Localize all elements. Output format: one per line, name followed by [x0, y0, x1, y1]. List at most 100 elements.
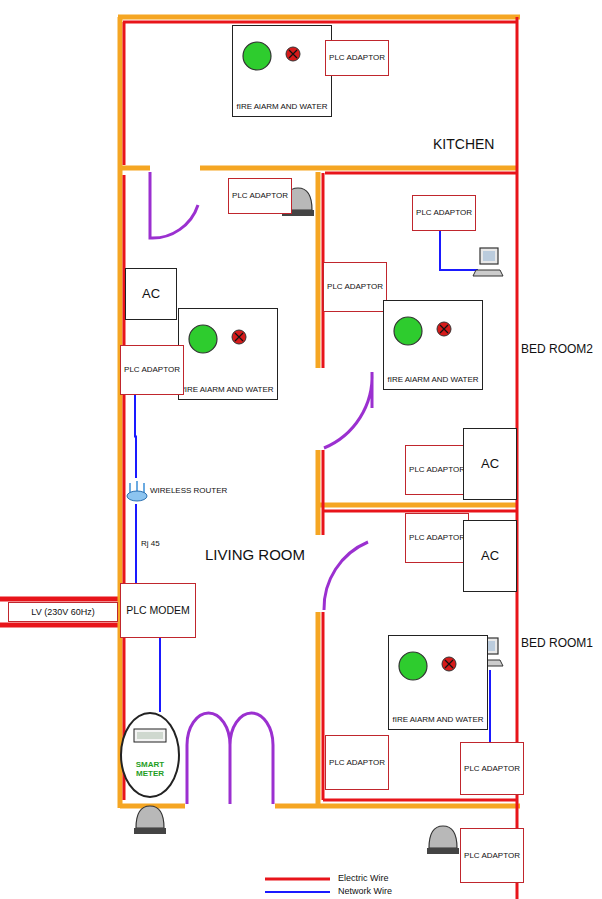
display-screen — [137, 732, 163, 739]
fire-sensor — [286, 47, 300, 61]
electric-wire — [325, 172, 517, 175]
plc-adaptor-box: PLC ADAPTOR — [325, 40, 389, 76]
sensor-cross — [289, 50, 297, 58]
ac-box: AC — [463, 428, 517, 500]
ac-box: AC — [463, 520, 517, 592]
alarm-icons — [239, 32, 319, 82]
wall — [320, 503, 517, 508]
node-text: fIRE AlARM AND WATER — [392, 715, 483, 724]
node-text: PLC ADAPTOR — [409, 465, 465, 474]
node-text: PLC ADAPTOR — [416, 208, 472, 217]
meter-display — [133, 728, 167, 744]
wall — [118, 17, 123, 808]
alarm-icons — [395, 642, 475, 692]
wall — [120, 166, 518, 171]
network-wire — [440, 231, 478, 270]
node-text: fIRE AlARM AND WATER — [182, 385, 273, 394]
plc-adaptor-box: PLC ADAPTOR — [460, 742, 524, 795]
alarm-box: fIRE AlARM AND WATER — [388, 635, 488, 730]
alarm-box: fIRE AlARM AND WATER — [383, 300, 483, 390]
meter-circle: SMART METER — [120, 712, 180, 798]
water-sensor — [399, 652, 427, 680]
network-wire — [489, 670, 491, 742]
electric-wire — [323, 799, 517, 802]
electric-wire — [123, 22, 126, 800]
edge-label: Rj 45 — [141, 539, 160, 548]
water-sensor — [189, 325, 217, 353]
node-text: fIRE AlARM AND WATER — [387, 375, 478, 384]
node-text: PLC ADAPTOR — [409, 533, 465, 542]
monitor — [480, 248, 498, 264]
room-label: BED ROOM2 — [521, 342, 593, 356]
node-text: WIRELESS ROUTER — [150, 486, 227, 495]
router-icon — [125, 479, 149, 503]
alarm-icons — [390, 307, 470, 357]
plc-adaptor-box: PLC ADAPTOR — [120, 345, 184, 395]
door — [324, 542, 368, 610]
supply-box: LV (230V 60Hz) — [8, 602, 118, 622]
plc-adaptor-box: PLC ADAPTOR — [405, 513, 469, 563]
electric-wire — [123, 21, 517, 24]
electric-wires — [123, 17, 517, 899]
node-text: PLC ADAPTOR — [329, 53, 385, 62]
door — [324, 372, 372, 448]
room-label: BED ROOM1 — [521, 636, 593, 650]
alarm-box: fIRE AlARM AND WATER — [178, 308, 278, 400]
water-sensor — [243, 42, 271, 70]
node-text: AC — [481, 549, 499, 564]
door — [150, 172, 198, 238]
screen — [483, 251, 495, 261]
display-frame — [134, 729, 166, 742]
node-text: PLC ADAPTOR — [232, 191, 288, 200]
fire-sensor — [437, 322, 451, 336]
node-text: AC — [142, 287, 160, 302]
plc-adaptor-box: PLC ADAPTOR — [460, 828, 524, 883]
fire-sensor — [442, 657, 456, 671]
node-text: PLC ADAPTOR — [327, 282, 383, 291]
plc-adaptor-box: PLC ADAPTOR — [405, 445, 469, 495]
legend-text: Network Wire — [338, 886, 392, 896]
node-text: PLC ADAPTOR — [464, 764, 520, 773]
router-node: WIRELESS ROUTER — [124, 478, 236, 504]
node-text: fIRE AlARM AND WATER — [236, 102, 327, 111]
lamp — [134, 806, 166, 834]
node-text: PLC ADAPTOR — [124, 365, 180, 374]
node-text: LV (230V 60Hz) — [31, 607, 94, 617]
network-wire — [135, 395, 136, 478]
door — [187, 713, 273, 804]
wall — [316, 172, 321, 806]
walls — [118, 17, 520, 808]
node-text: PLC ADAPTOR — [464, 851, 520, 860]
sensor-cross — [440, 325, 448, 333]
sensor-cross — [235, 333, 243, 341]
keyboard — [473, 270, 503, 276]
node-text: PLC MODEM — [126, 604, 190, 616]
fire-sensor — [232, 330, 246, 344]
modem-box: PLC MODEM — [120, 583, 196, 638]
lamp — [427, 826, 459, 854]
legend-line — [265, 891, 330, 893]
room-label: LIVING ROOM — [205, 546, 305, 563]
supply-wire — [0, 597, 122, 602]
node-text: PLC ADAPTOR — [329, 758, 385, 767]
lamp-dome — [429, 826, 457, 848]
room-label: KITCHEN — [433, 136, 494, 152]
lamp-base — [427, 848, 459, 854]
ac-box: AC — [125, 268, 177, 320]
alarm-icons — [185, 315, 265, 365]
sensor-cross — [445, 660, 453, 668]
node-text: AC — [481, 457, 499, 472]
plc-adaptor-box: PLC ADAPTOR — [323, 262, 387, 312]
router-body — [127, 491, 147, 501]
lamp-dome — [136, 806, 164, 828]
alarm-box: fIRE AlARM AND WATER — [232, 25, 332, 117]
water-sensor — [394, 317, 422, 345]
plc-adaptor-box: PLC ADAPTOR — [412, 195, 476, 231]
network-wire — [159, 638, 161, 712]
lamp-base — [134, 828, 166, 834]
wall — [118, 15, 520, 20]
computer — [473, 248, 503, 276]
legend-line — [265, 878, 330, 881]
plc-adaptor-box: PLC ADAPTOR — [228, 178, 292, 214]
